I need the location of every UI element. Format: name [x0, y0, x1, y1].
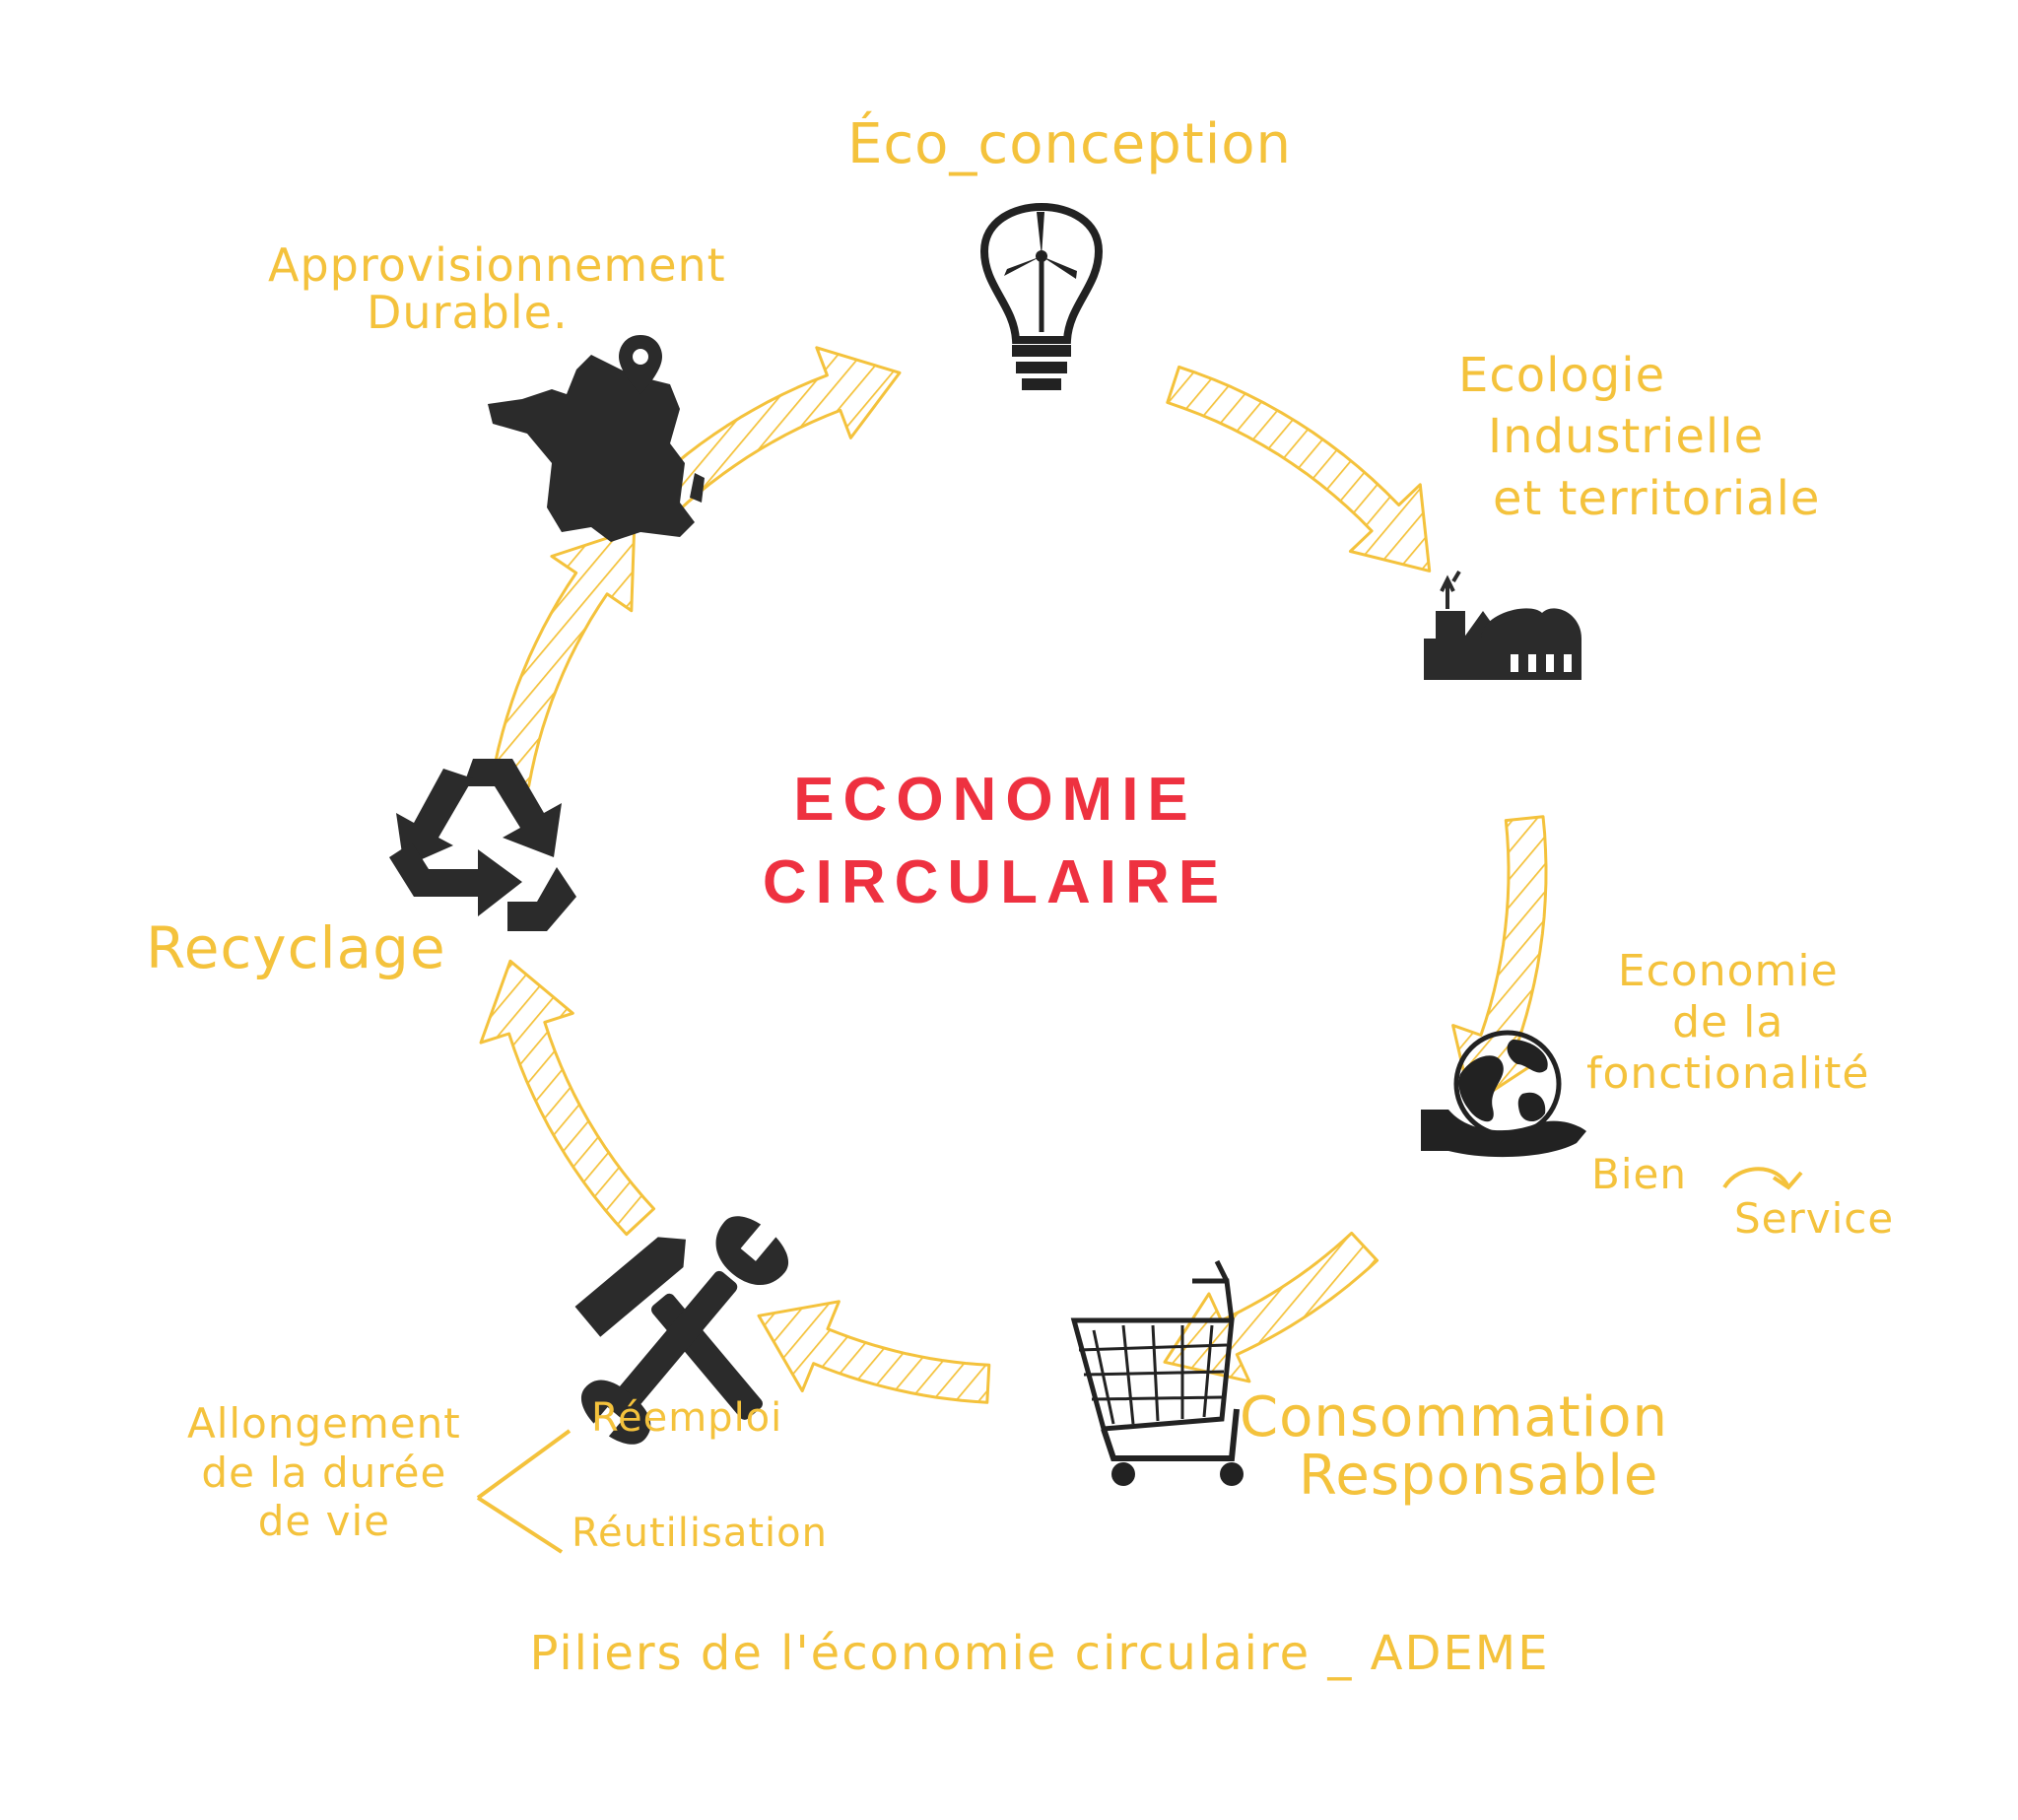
- label-eco-conception: Éco_conception: [847, 112, 1293, 176]
- hand-globe-icon: [1421, 1030, 1586, 1158]
- arrow-appro-to-eco: [638, 346, 902, 525]
- label-bien: Bien: [1591, 1150, 1687, 1198]
- recycle-icon: [389, 759, 576, 931]
- arrow-recyclage-to-appro: [490, 527, 637, 788]
- label-approvisionnement: Approvisionnement Durable.: [268, 238, 726, 340]
- bien-service-arrow: [1722, 1167, 1803, 1190]
- label-recyclage: Recyclage: [146, 914, 446, 981]
- cycle-arrows: [479, 346, 1548, 1404]
- factory-icon: [1424, 570, 1581, 680]
- lightbulb-wind-turbine-icon: [979, 203, 1104, 390]
- center-title-line-1: ECONOMIE: [793, 766, 1197, 834]
- arrow-eco-to-ecologie: [1166, 365, 1432, 573]
- arrow-conso-to-allongement: [757, 1300, 991, 1404]
- label-service: Service: [1734, 1194, 1895, 1243]
- branch-bracket: [476, 1429, 572, 1554]
- caption: Piliers de l'économie circulaire _ ADEME: [529, 1626, 1550, 1681]
- label-reutilisation: Réutilisation: [572, 1511, 828, 1556]
- label-fonctionnalite: Economie de la fonctionalité: [1586, 946, 1870, 1099]
- arrow-allongement-to-recyclage: [479, 959, 656, 1237]
- center-title-line-2: CIRCULAIRE: [762, 847, 1229, 916]
- label-consommation: Consommation Responsable: [1240, 1385, 1668, 1508]
- france-map-pin-icon: [488, 335, 705, 542]
- label-reemploi: Réemploi: [591, 1395, 783, 1441]
- arrow-fonction-to-conso: [1163, 1231, 1379, 1383]
- shopping-cart-icon: [1070, 1259, 1244, 1486]
- label-ecologie: Ecologie Industrielle et territoriale: [1458, 348, 1821, 526]
- label-allongement: Allongement de la durée de vie: [187, 1399, 461, 1546]
- hammer-wrench-icon: [574, 1216, 788, 1450]
- center-title: ECONOMIE CIRCULAIRE: [729, 759, 1261, 923]
